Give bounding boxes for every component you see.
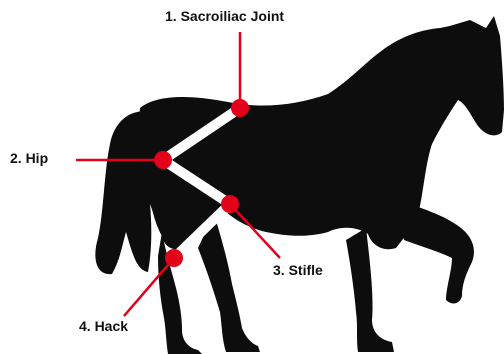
label-sacroiliac-joint: 1. Sacroiliac Joint <box>165 8 284 24</box>
horse-hind-leg-forward <box>198 214 260 352</box>
horse-body <box>138 16 504 249</box>
label-hock: 4. Hack <box>79 318 128 334</box>
horse-silhouette <box>95 16 504 354</box>
joint-marker-stifle <box>221 195 239 213</box>
joint-marker-hip <box>154 151 172 169</box>
joint-marker-sacroiliac <box>231 99 249 117</box>
label-stifle: 3. Stifle <box>273 262 323 278</box>
label-hip: 2. Hip <box>10 150 48 166</box>
horse-front-leg-raised <box>400 200 474 303</box>
joint-marker-hock <box>165 249 183 267</box>
